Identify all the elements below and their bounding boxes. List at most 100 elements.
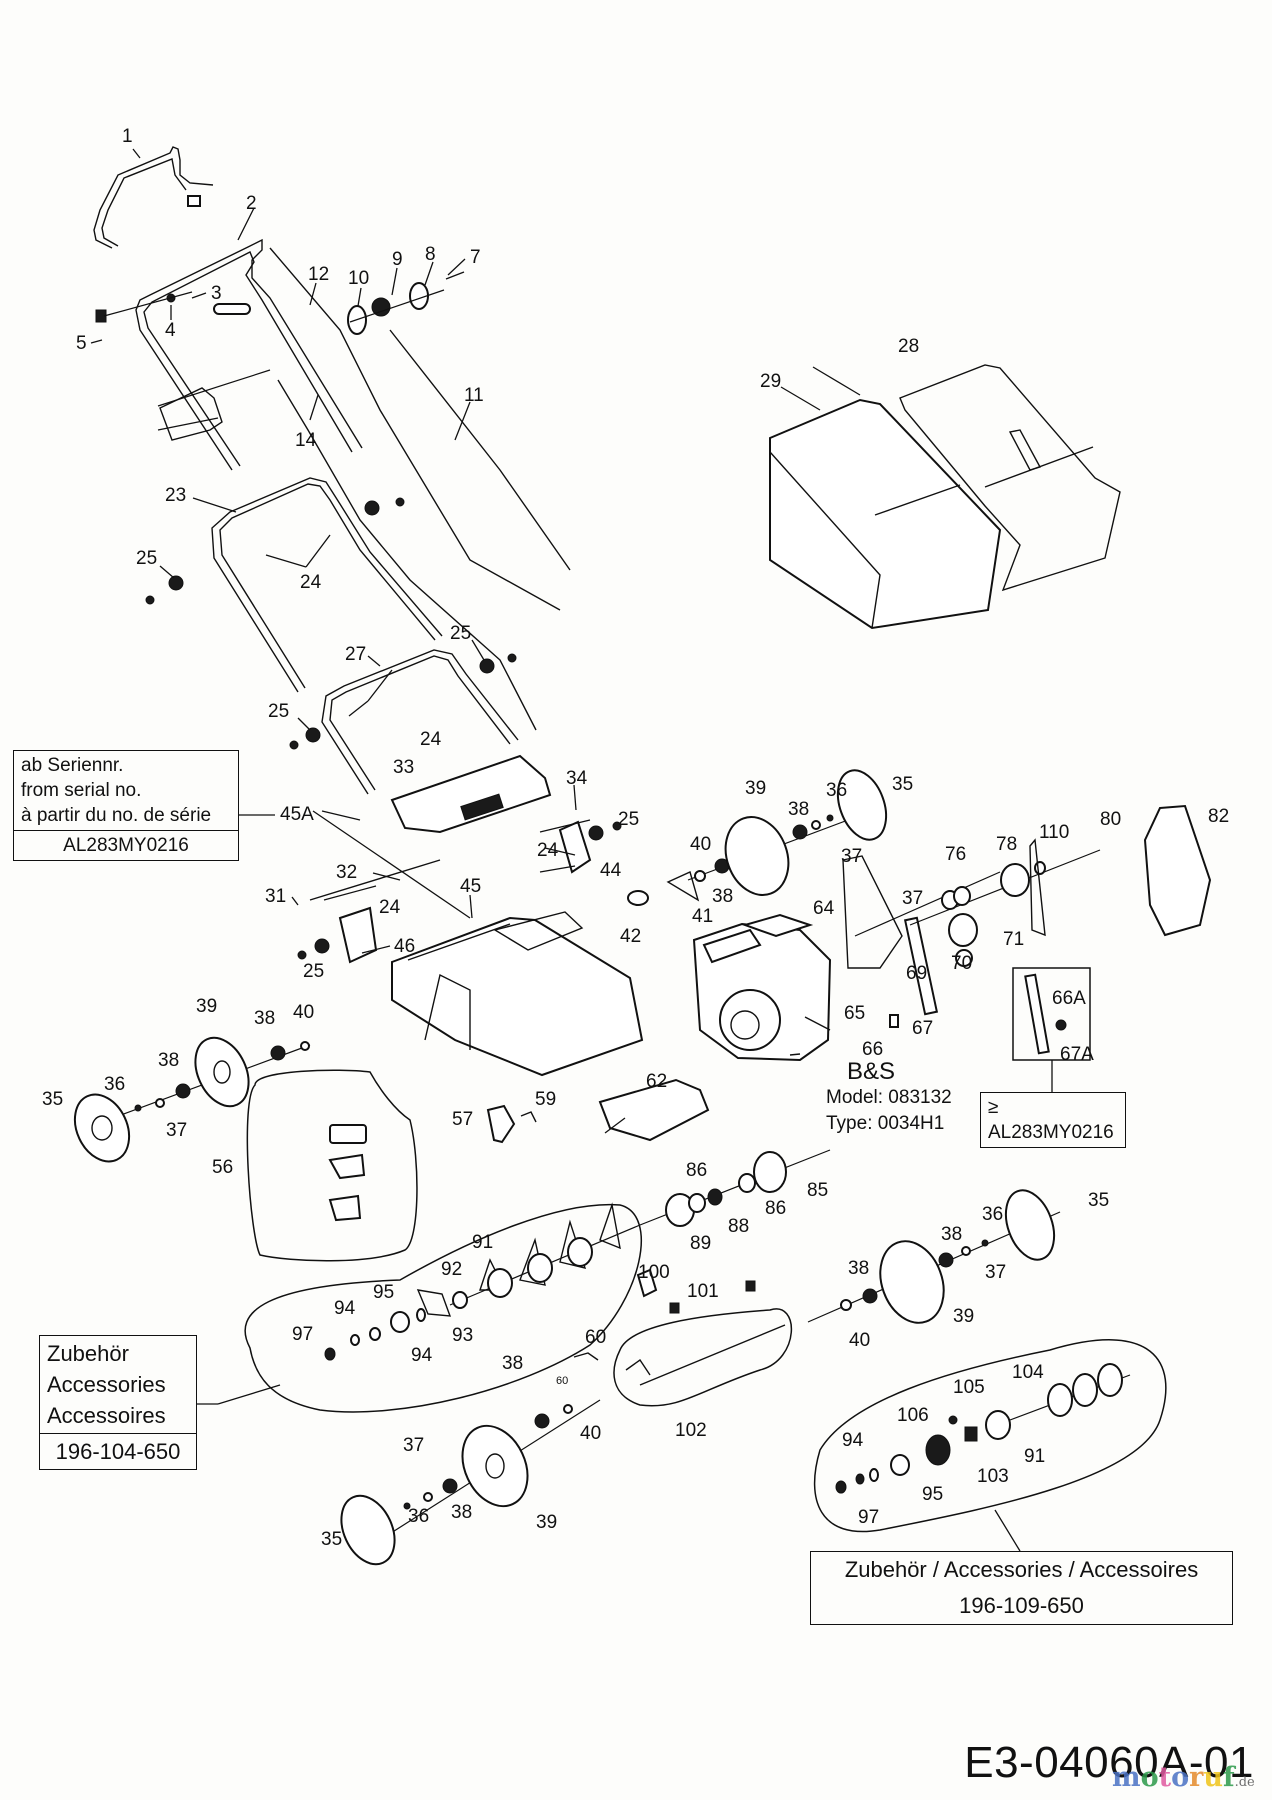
callout-25a: 25 [136,548,157,569]
callout-38h: 38 [451,1502,472,1523]
grass-catcher-bag-part [769,398,1002,630]
bearing-part-76b [953,886,971,906]
pulley-part-78 [1000,863,1030,897]
rod-part-102 [639,1324,786,1386]
callout-25d: 25 [618,809,639,830]
accessory-1-line-fr: Accessoires [47,1403,166,1428]
callout-95b: 95 [922,1484,943,1505]
callout-56: 56 [212,1157,233,1178]
callout-35c: 35 [1088,1190,1109,1211]
callout-45: 45 [460,876,481,897]
belt-cover-part-62 [598,1078,710,1142]
callout-85: 85 [807,1180,828,1201]
callout-86a: 86 [686,1160,707,1181]
greater-equal-icon: ≥ [988,1097,999,1118]
accessory-2-title: Zubehör / Accessories / Accessoires [844,1557,1199,1582]
callout-93: 93 [452,1325,473,1346]
callout-97b: 97 [858,1507,879,1528]
callout-8: 8 [425,244,436,265]
callout-38f: 38 [848,1258,869,1279]
engine-brand: B&S [847,1058,896,1085]
callout-95a: 95 [373,1282,394,1303]
callout-7: 7 [470,247,481,268]
callout-65: 65 [844,1003,865,1024]
callout-66A: 66A [1052,988,1086,1009]
callout-41: 41 [692,906,713,927]
callout-34: 34 [566,768,588,789]
callout-23: 23 [165,485,186,506]
callout-101: 101 [687,1281,719,1302]
lever-part-9 [371,297,391,317]
callout-69: 69 [906,963,927,984]
serial-number-2: AL283MY0216 [988,1122,1114,1143]
watermark-tld: .de [1234,1775,1255,1790]
deck-housing-part [391,911,644,1077]
accessory-1-line-en: Accessories [47,1372,166,1397]
callout-92: 92 [441,1259,462,1280]
callout-66: 66 [862,1039,883,1060]
bracket-part [159,387,223,441]
group-outline-accessories-1 [244,1203,643,1413]
callout-94a: 94 [334,1298,356,1319]
nut-part-97a [324,1347,336,1361]
watermark-letter: m [1112,1762,1141,1793]
callout-11: 11 [464,385,484,406]
washer-part-94b [369,1327,381,1341]
callout-86b: 86 [765,1198,786,1219]
belt-cover-part-82 [1143,804,1212,937]
callout-labels: 1 2 3 4 5 7 8 9 10 11 12 14 23 24 24 24 … [42,126,1229,1550]
callout-80: 80 [1100,809,1121,830]
callout-5: 5 [76,333,87,354]
pulley-part-85 [753,1151,787,1193]
callout-24d: 24 [379,897,401,918]
cable-12 [269,247,561,611]
side-plate-part-44 [558,820,592,874]
drawing-code: E3-04060A-01 [964,1738,1254,1787]
callout-40c: 40 [849,1330,870,1351]
callout-106: 106 [897,1405,929,1426]
callout-59: 59 [535,1089,556,1110]
watermark-letter: o [1140,1762,1159,1793]
callout-25b: 25 [450,623,471,644]
callout-37b: 37 [841,846,862,867]
callout-102: 102 [675,1420,707,1441]
callout-32: 32 [336,862,357,883]
group-outline-accessories-2 [813,1339,1167,1533]
callout-39d: 39 [536,1512,557,1533]
clip-part-101b [745,1280,756,1292]
washer-part-86b [738,1173,756,1193]
callout-28: 28 [898,336,919,357]
callout-44: 44 [600,860,622,881]
engine-part [692,913,832,1062]
callout-35d: 35 [321,1529,342,1550]
callout-2: 2 [246,193,257,214]
callout-97a: 97 [292,1324,313,1345]
engine-model: Model: 083132 [826,1087,952,1108]
callout-36c: 36 [982,1204,1003,1225]
group-outline-56 [246,1069,418,1262]
tensioner-arm-part-67 [903,916,939,1016]
callout-76: 76 [945,844,966,865]
callout-3: 3 [211,283,222,304]
callout-24a: 24 [300,572,322,593]
serial-number: AL283MY0216 [14,830,238,860]
callout-94b: 94 [411,1345,433,1366]
callout-91b: 91 [1024,1446,1045,1467]
callout-36b: 36 [826,780,847,801]
grass-catcher-frame-part [899,364,1121,592]
bearing-part-95a [390,1311,410,1333]
belt-guard-part-64 [842,855,903,969]
callout-60a: 60 [585,1327,606,1348]
callout-67: 67 [912,1018,933,1039]
bail-handle-part [93,146,214,249]
callout-38a: 38 [158,1050,179,1071]
watermark-logo: motoruf.de [1112,1762,1255,1793]
accessory-1-part-number: 196-104-650 [40,1433,196,1469]
bracket-part-93 [416,1289,452,1317]
accessory-2-part-number: 196-109-650 [959,1593,1084,1618]
serial-box-line-fr: à partir du no. de série [21,805,212,826]
callout-71: 71 [1003,929,1024,950]
callout-4: 4 [165,320,176,341]
serial-box-line-en: from serial no. [21,780,142,801]
callout-38b: 38 [254,1008,275,1029]
